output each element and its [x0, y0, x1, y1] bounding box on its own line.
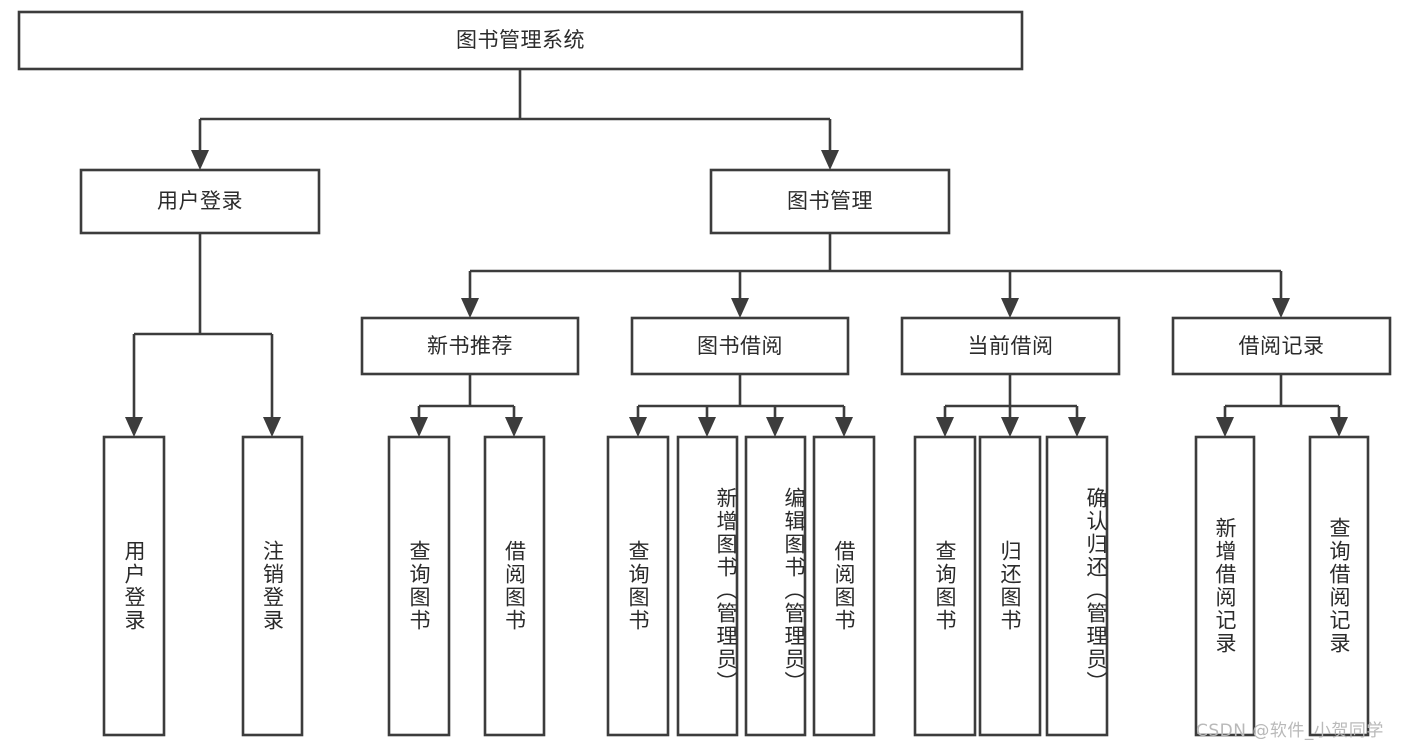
node-box-leaf-confirm-return-admin[interactable]: [1045, 435, 1109, 737]
connector-book-borrow-to-leaves: [629, 374, 853, 437]
node-box-leaf-logout-login[interactable]: [241, 435, 304, 737]
node-box-book-borrow[interactable]: [630, 316, 850, 376]
node-box-user-login[interactable]: [79, 168, 321, 235]
node-box-leaf-query-book-borrow[interactable]: [606, 435, 670, 737]
node-box-leaf-borrow-book-recommend[interactable]: [483, 435, 546, 737]
node-box-borrow-records[interactable]: [1171, 316, 1392, 376]
connector-book-management-to-level3: [461, 233, 1290, 318]
node-box-current-borrow[interactable]: [900, 316, 1121, 376]
node-box-book-management[interactable]: [709, 168, 951, 235]
connector-current-borrow-to-leaves: [936, 374, 1086, 437]
connector-user-login-to-leaves: [125, 233, 281, 437]
csdn-watermark: CSDN @软件_小贺同学: [1196, 721, 1384, 741]
node-box-leaf-return-book[interactable]: [978, 435, 1042, 737]
connector-borrow-records-to-leaves: [1216, 374, 1348, 437]
node-box-leaf-add-borrow-record[interactable]: [1194, 435, 1256, 737]
node-box-leaf-borrow-book[interactable]: [812, 435, 876, 737]
node-box-leaf-query-book-recommend[interactable]: [387, 435, 451, 737]
node-box-leaf-query-book-current[interactable]: [913, 435, 977, 737]
connector-root-to-level2: [191, 69, 839, 170]
node-box-leaf-edit-book-admin[interactable]: [744, 435, 807, 737]
node-box-root[interactable]: [17, 10, 1024, 71]
node-box-new-book-recommend[interactable]: [360, 316, 580, 376]
connector-new-book-recommend-to-leaves: [410, 374, 523, 437]
node-box-leaf-user-login[interactable]: [102, 435, 166, 737]
node-box-leaf-query-borrow-record[interactable]: [1308, 435, 1370, 737]
node-box-leaf-add-book-admin[interactable]: [676, 435, 739, 737]
